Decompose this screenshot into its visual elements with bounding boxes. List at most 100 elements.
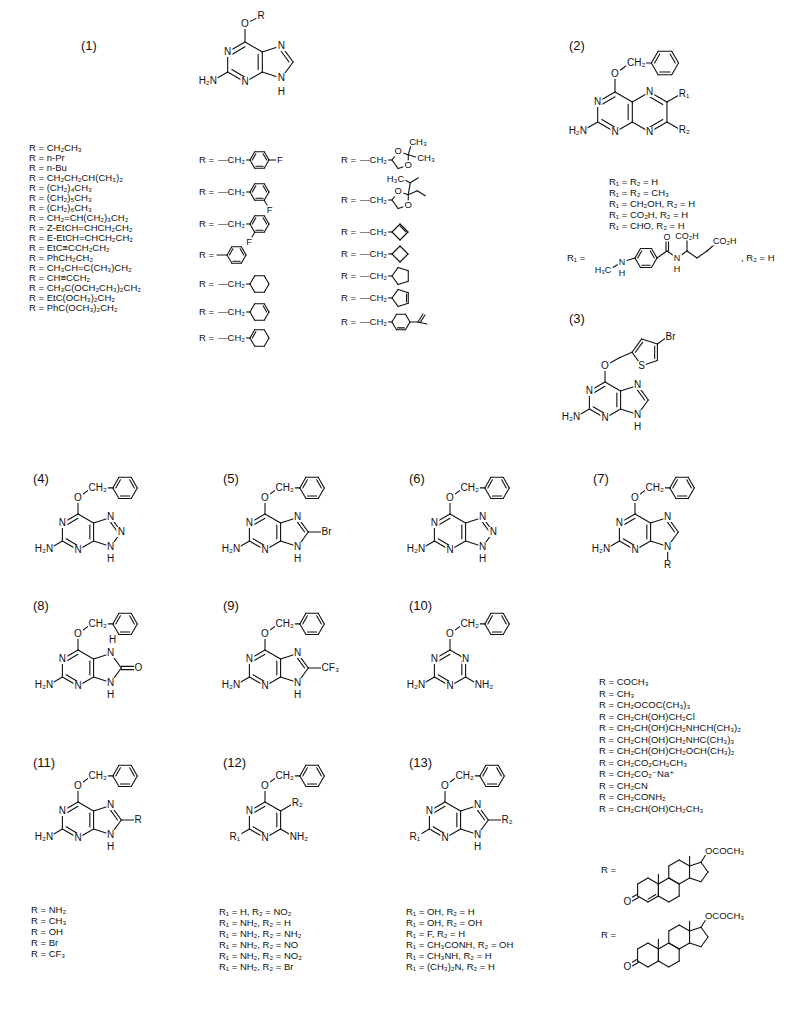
bond-line (672, 51, 679, 63)
bond-line (408, 293, 409, 304)
bond-line (488, 480, 493, 488)
atom-label: N (117, 527, 126, 537)
substituent-label: R = (198, 219, 215, 229)
bond-line (670, 477, 676, 488)
bond-line (93, 523, 94, 541)
bond-line (66, 654, 78, 661)
panel-number: (3) (568, 312, 586, 325)
atom-label: S (637, 361, 646, 371)
bond-line (485, 477, 491, 488)
bond-line (398, 303, 408, 306)
bond-line (445, 802, 461, 811)
bond-line (498, 776, 504, 787)
bond-line (651, 51, 658, 63)
bond-line (408, 271, 409, 282)
atom-label: R₁ (409, 832, 422, 842)
bond-line (392, 289, 398, 298)
bond-line (227, 255, 232, 263)
bond-line (264, 284, 269, 292)
atom-label: O (622, 962, 632, 972)
bond-line (317, 768, 322, 776)
bond-line (78, 514, 94, 523)
atom-label: O (134, 663, 144, 673)
bond-line (433, 806, 445, 813)
bond-line (690, 862, 701, 866)
bond-line (669, 961, 679, 967)
bond-line (658, 878, 668, 884)
bond-line (651, 63, 658, 75)
panel-number: (5) (222, 472, 240, 485)
bond-line (672, 63, 679, 75)
bond-line (318, 477, 324, 488)
bond-line (255, 303, 265, 304)
atom-label: H (618, 269, 627, 278)
atom-label: H (277, 87, 286, 97)
panel-number: (9) (222, 599, 240, 612)
bond-line (303, 480, 308, 488)
atom-label: R₁ (229, 832, 242, 842)
atom-label: N (610, 127, 619, 137)
panel-number: (10) (408, 599, 433, 612)
bond-line (638, 251, 642, 258)
bond-line (688, 477, 694, 488)
bond-line (701, 862, 708, 872)
bond-line (264, 312, 269, 320)
bond-line (280, 811, 281, 829)
bond-line (253, 518, 265, 525)
bond-line (486, 786, 498, 787)
atom-label: N (489, 527, 498, 537)
substituent-label: R = (600, 865, 617, 875)
bond-line (701, 937, 708, 947)
atom-label: O (600, 361, 610, 371)
substituent-label: —CH₂ (359, 317, 388, 327)
bond-line (697, 251, 707, 258)
bond-line (650, 523, 651, 541)
bond-line (392, 160, 398, 169)
bond-line (297, 521, 305, 532)
substituent-line: R = EtC≡CCH₂CH₂ (28, 243, 111, 253)
atom-label: N (73, 545, 82, 555)
bond-line (679, 860, 689, 866)
bond-line (668, 931, 669, 943)
bond-line (318, 613, 324, 624)
atom-label: O (622, 897, 632, 907)
bond-line (78, 802, 94, 811)
substituent-line: R = (CH₂)₅CH₃ (28, 193, 93, 203)
bond-line (491, 498, 503, 499)
bond-line (676, 477, 688, 478)
substituent-line: R = (CH₂)₄CH₃ (28, 183, 93, 193)
bond-line (635, 514, 651, 523)
panel-number: (13) (408, 756, 433, 769)
atom-label: N (440, 833, 449, 843)
atom-label: O (404, 201, 413, 211)
substituent-line: R = CH₂CH(OH)CH₂OCH(CH₃)₂ (598, 746, 736, 756)
bond-line (252, 332, 256, 338)
bond-line (648, 878, 658, 884)
atom-label: CH₂ (275, 619, 295, 629)
bond-line (487, 783, 496, 784)
atom-label: N (277, 41, 286, 51)
substituent-label: —CH₂ (359, 271, 388, 281)
bond-line (306, 613, 318, 614)
bond-line (669, 943, 679, 949)
atom-label: N (293, 512, 302, 522)
bond-line (300, 488, 306, 499)
bond-line (456, 813, 457, 827)
atom-label: N (245, 518, 254, 528)
bond-line (130, 480, 135, 488)
bond-line (417, 191, 425, 196)
bond-line (318, 624, 324, 635)
atom-label: CH₂ (275, 771, 295, 781)
substituent-label: R = (340, 317, 357, 327)
substituent-line: R = CH₂OCOC(CH₃)₃ (598, 700, 691, 710)
bond-line (217, 254, 227, 255)
bond-line (392, 224, 400, 232)
bond-line (269, 159, 276, 160)
atom-label: O (260, 781, 270, 791)
bond-line (265, 514, 281, 523)
bond-line (405, 322, 410, 330)
bond-line (689, 856, 690, 866)
substituent-line: R = PhC(OCH₃)₂CH₂ (28, 303, 119, 313)
bond-line (658, 949, 659, 961)
bond-line (392, 254, 400, 262)
